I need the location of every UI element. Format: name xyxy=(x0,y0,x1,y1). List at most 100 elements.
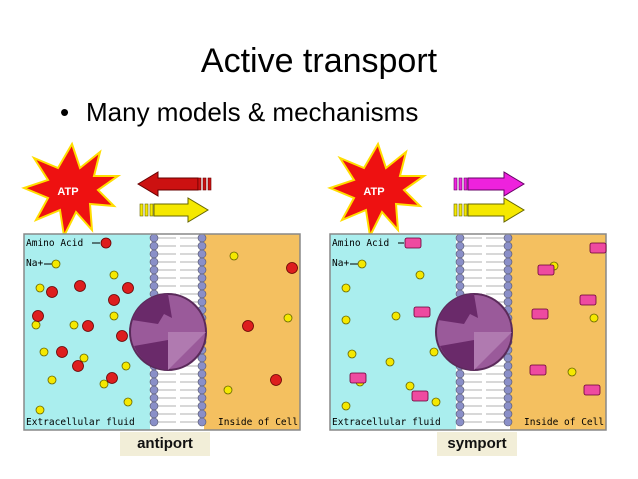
atp-label: ATP xyxy=(57,186,78,198)
amino-acid-molecule xyxy=(529,364,547,376)
lipid-head xyxy=(197,281,207,291)
sodium-ion xyxy=(385,357,395,367)
slide-title: Active transport xyxy=(200,42,438,80)
amino-acid-molecule xyxy=(82,320,94,332)
sodium-ion xyxy=(35,283,45,293)
inside-cell-region xyxy=(200,234,300,430)
sodium-ion xyxy=(431,397,441,407)
lipid-head xyxy=(197,297,207,307)
sodium-ion xyxy=(109,311,119,321)
lipid-head xyxy=(503,257,513,267)
amino-acid-molecule xyxy=(32,310,44,322)
lipid-head xyxy=(197,233,207,243)
amino-acid-molecule xyxy=(583,384,601,396)
amino-acid-molecule xyxy=(270,374,282,386)
lipid-head xyxy=(149,241,159,251)
panel-border xyxy=(23,233,301,431)
antiport-caption: antiport xyxy=(120,432,210,456)
sodium-ion xyxy=(79,353,89,363)
amino-acid-molecule xyxy=(286,262,298,274)
transport-protein xyxy=(129,293,207,371)
symport-caption: symport xyxy=(437,432,517,456)
arrow-left-red xyxy=(137,171,212,197)
lipid-head xyxy=(455,369,465,379)
amino-acid-molecule xyxy=(349,372,367,384)
arrow-right-yellow xyxy=(453,197,525,223)
symport-diagram: ATP Amino Acid Na+ Extracellular fluid I… xyxy=(327,141,607,431)
amino-acid-molecule xyxy=(108,294,120,306)
sodium-ion xyxy=(31,320,41,330)
extracellular-label: Extracellular fluid xyxy=(26,417,135,428)
amino-acid-molecule xyxy=(72,360,84,372)
amino-acid-molecule xyxy=(74,280,86,292)
lipid-head xyxy=(455,377,465,387)
lipid-head xyxy=(503,273,513,283)
atp-burst-icon xyxy=(21,141,122,240)
lipid-head xyxy=(197,377,207,387)
sodium-ion xyxy=(391,311,401,321)
arrow-right-magenta xyxy=(453,171,525,197)
lipid-head xyxy=(149,417,159,427)
sodium-ion xyxy=(347,349,357,359)
amino-acid-molecule xyxy=(116,330,128,342)
sodium-ion xyxy=(223,385,233,395)
lipid-head xyxy=(455,265,465,275)
lipid-head xyxy=(455,281,465,291)
lipid-head xyxy=(197,401,207,411)
lipid-head xyxy=(503,369,513,379)
na-label: Na+ xyxy=(26,258,43,269)
molecules xyxy=(341,242,607,411)
lipid-head xyxy=(149,249,159,259)
lipid-head xyxy=(455,401,465,411)
lipid-head xyxy=(455,393,465,403)
amino-acid-label: Amino Acid xyxy=(332,238,389,249)
extracellular-label: Extracellular fluid xyxy=(332,417,441,428)
lipid-head xyxy=(197,273,207,283)
sodium-ion xyxy=(415,270,425,280)
atp-label: ATP xyxy=(363,186,384,198)
panel-border xyxy=(329,233,607,431)
lipid-head xyxy=(455,257,465,267)
lipid-head xyxy=(149,281,159,291)
amino-acid-molecule xyxy=(106,372,118,384)
lipid-head xyxy=(455,249,465,259)
sodium-ion xyxy=(229,251,239,261)
amino-acid-molecule xyxy=(413,306,431,318)
lipid-head xyxy=(149,257,159,267)
sodium-ion xyxy=(283,313,293,323)
sodium-ion xyxy=(39,347,49,357)
lipid-head xyxy=(197,257,207,267)
antiport-diagram: ATP Amino Acid Na+ Extracellular fluid I… xyxy=(21,141,301,431)
lipid-head xyxy=(197,241,207,251)
sodium-ion xyxy=(109,270,119,280)
lipid-head xyxy=(149,393,159,403)
amino-acid-molecule xyxy=(122,282,134,294)
lipid-head xyxy=(149,369,159,379)
lipid-head xyxy=(503,297,513,307)
sodium-ion xyxy=(69,320,79,330)
inside-cell-label: Inside of Cell xyxy=(218,417,298,428)
sodium-ion xyxy=(405,381,415,391)
bullet-item: •Many models & mechanisms xyxy=(60,97,418,128)
lipid-head xyxy=(197,385,207,395)
amino-acid-molecule xyxy=(46,286,58,298)
molecules xyxy=(31,251,298,415)
na-label: Na+ xyxy=(332,258,349,269)
lipid-head xyxy=(503,249,513,259)
lipid-head xyxy=(149,233,159,243)
lipid-head xyxy=(197,289,207,299)
transport-protein xyxy=(435,293,513,371)
arrow-right-yellow xyxy=(139,197,209,223)
bullet-text: Many models & mechanisms xyxy=(86,97,419,127)
lipid-head xyxy=(149,409,159,419)
lipid-head xyxy=(455,385,465,395)
lipid-head xyxy=(149,265,159,275)
lipid-head xyxy=(503,289,513,299)
lipid-head xyxy=(197,361,207,371)
lipid-head xyxy=(503,385,513,395)
sodium-ion xyxy=(99,379,109,389)
lipid-head xyxy=(455,409,465,419)
sodium-ion xyxy=(429,347,439,357)
lipid-head xyxy=(197,409,207,419)
sodium-ion xyxy=(123,397,133,407)
